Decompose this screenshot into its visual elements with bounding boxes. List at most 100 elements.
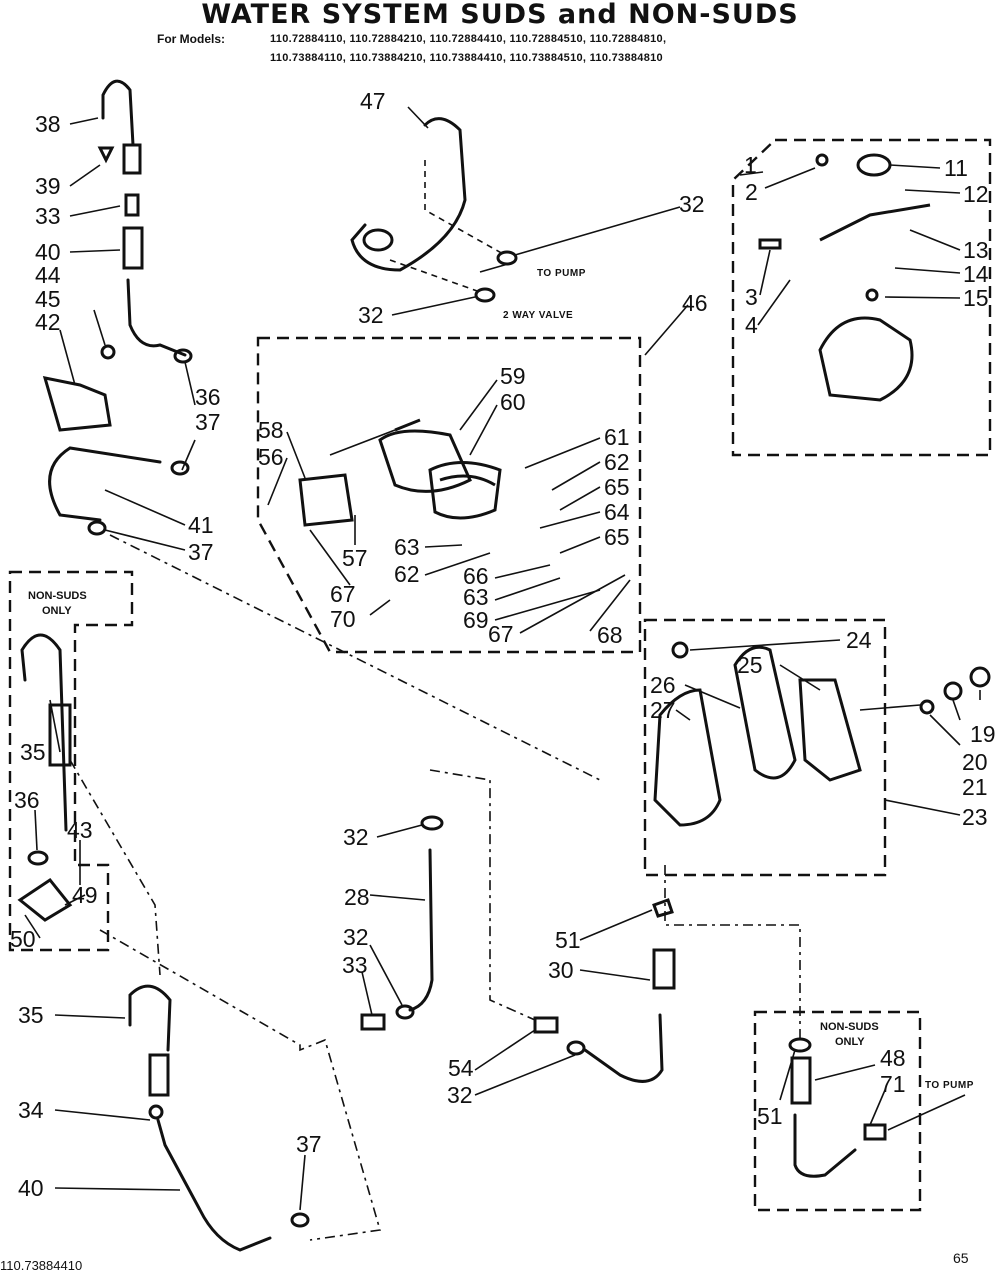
callout-61: 61 <box>604 424 630 450</box>
leader-lines <box>24 106 981 1211</box>
callout-14: 14 <box>963 261 989 287</box>
filter-screen-26 <box>733 645 797 780</box>
hose-40-lower <box>156 1118 272 1252</box>
tube-40-top <box>122 226 144 270</box>
callout-37-b: 37 <box>188 539 214 565</box>
plug-24-icon <box>671 641 689 659</box>
dash-to-pump <box>424 160 506 256</box>
tube-35-lower <box>148 1053 170 1097</box>
connection-line-bottom <box>99 929 382 1241</box>
callout-54: 54 <box>448 1055 474 1081</box>
callout-41: 41 <box>188 512 214 538</box>
fitting-33-top <box>124 193 140 217</box>
callout-37-a: 37 <box>195 409 221 435</box>
callout-46: 46 <box>682 290 708 316</box>
connection-line-28 <box>429 769 536 1021</box>
callout-13: 13 <box>963 237 989 263</box>
callout-49: 49 <box>72 882 98 908</box>
filter-housing-27 <box>653 688 722 827</box>
clamp-36-upper <box>173 348 193 364</box>
valve-pipe <box>329 429 396 456</box>
hose-41 <box>48 446 162 522</box>
callout-58: 58 <box>258 417 284 443</box>
models-label: For Models: <box>157 32 225 46</box>
tube-30 <box>652 948 676 990</box>
screw-44-icon <box>100 344 116 360</box>
clamp-32-lower <box>566 1040 586 1056</box>
callout-35-a: 35 <box>20 739 46 765</box>
connector-39 <box>122 143 142 175</box>
callout-27: 27 <box>650 697 676 723</box>
hose-47 <box>350 117 467 272</box>
pump-assembly-box <box>731 138 992 457</box>
screw-2-icon <box>815 153 829 167</box>
callout-38: 38 <box>35 111 61 137</box>
callout-63-a: 63 <box>394 534 420 560</box>
fitting-33-mid <box>360 1013 386 1031</box>
callout-42: 42 <box>35 309 61 335</box>
note-two-way-valve: 2 WAY VALVE <box>503 310 573 321</box>
callout-4: 4 <box>745 312 758 338</box>
callout-45: 45 <box>35 286 61 312</box>
callout-26: 26 <box>650 672 676 698</box>
models-list-line-2: 110.73884110, 110.73884210, 110.73884410… <box>270 52 663 64</box>
hose-35-upper <box>20 633 68 832</box>
note-to-pump-upper: TO PUMP <box>537 268 586 279</box>
callout-11: 11 <box>944 155 968 181</box>
callout-36-a: 36 <box>195 384 221 410</box>
hose-35-lower <box>128 984 172 1052</box>
hose-30 <box>583 1013 664 1083</box>
dash-2way-valve <box>389 259 481 293</box>
bracket-49 <box>17 877 73 922</box>
clamp-32-2way-valve <box>474 287 496 303</box>
callout-50: 50 <box>10 926 36 952</box>
hose-47-end <box>362 228 394 252</box>
washer-20-icon <box>943 681 963 701</box>
callout-3: 3 <box>745 284 758 310</box>
callout-32-e: 32 <box>447 1082 473 1108</box>
non-suds-right-box <box>753 1010 922 1212</box>
valve-body-60 <box>439 474 496 487</box>
callout-57: 57 <box>342 545 368 571</box>
callout-66: 66 <box>463 563 489 589</box>
callout-1: 1 <box>744 152 757 178</box>
fitting-34 <box>148 1104 164 1120</box>
callout-40-a: 40 <box>35 239 61 265</box>
page-number: 65 <box>953 1250 969 1266</box>
callout-62-a: 62 <box>604 449 630 475</box>
hose-38 <box>101 79 135 147</box>
clamp-37-bottom <box>290 1212 310 1228</box>
footer-model-number: 110.73884410 <box>0 1258 83 1273</box>
callout-56: 56 <box>258 444 284 470</box>
callout-65-b: 65 <box>604 524 630 550</box>
callout-39: 39 <box>35 173 61 199</box>
hose-28 <box>408 848 434 1012</box>
connection-line-46 <box>109 534 601 781</box>
water-valve-body <box>378 429 472 493</box>
callout-67-b: 67 <box>488 621 514 647</box>
callout-28: 28 <box>344 884 370 910</box>
callout-69: 69 <box>463 607 489 633</box>
callout-63-b: 63 <box>463 584 489 610</box>
callout-32-d: 32 <box>343 924 369 950</box>
filter-cover-25 <box>798 678 862 782</box>
diagram-title: WATER SYSTEM SUDS and NON-SUDS <box>201 0 799 30</box>
callout-59: 59 <box>500 363 526 389</box>
callout-12: 12 <box>963 181 989 207</box>
callout-33-b: 33 <box>342 952 368 978</box>
hose-71 <box>793 1113 857 1178</box>
clip-3 <box>758 238 782 250</box>
callout-25: 25 <box>737 652 763 678</box>
filter-assembly-box <box>643 618 887 877</box>
callout-33-a: 33 <box>35 203 61 229</box>
pulley-11 <box>856 153 892 177</box>
callout-64: 64 <box>604 499 630 525</box>
note-to-pump-lower: TO PUMP <box>925 1080 974 1091</box>
callout-47: 47 <box>360 88 386 114</box>
callout-36-b: 36 <box>14 787 40 813</box>
callout-51-a: 51 <box>555 927 581 953</box>
callout-30: 30 <box>548 957 574 983</box>
callout-67-a: 67 <box>330 581 356 607</box>
callout-15: 15 <box>963 285 989 311</box>
callout-32-b: 32 <box>358 302 384 328</box>
